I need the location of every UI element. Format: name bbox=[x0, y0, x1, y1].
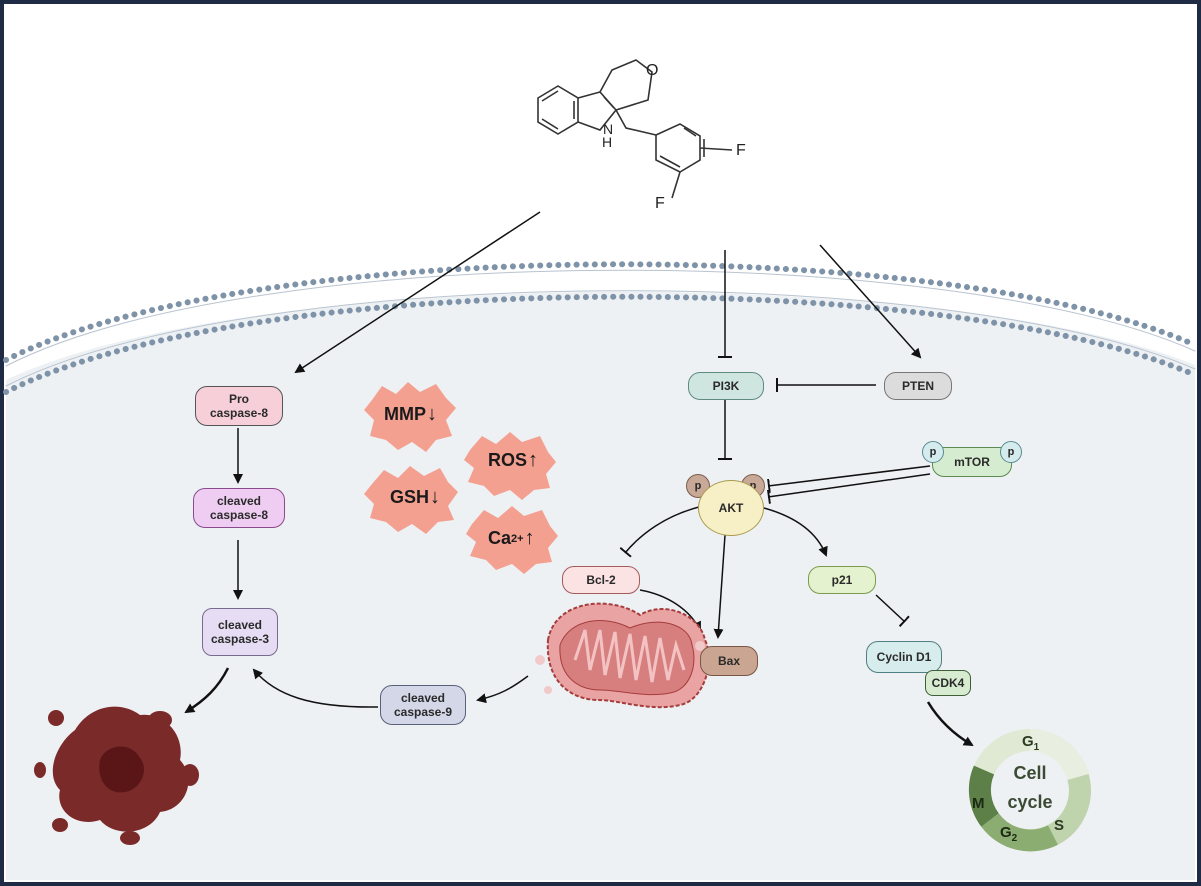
node-cleaved-caspase-9: cleaved caspase-9 bbox=[380, 685, 466, 725]
compound-structure bbox=[537, 59, 733, 199]
marker-gsh-label: GSH bbox=[390, 487, 430, 507]
phase-g1-letter: G bbox=[1022, 733, 1034, 750]
marker-ca-superscript: 2+ bbox=[511, 532, 524, 545]
mitochondrion bbox=[535, 602, 710, 709]
marker-ca-label: Ca bbox=[488, 528, 512, 548]
down-arrow-icon: ↓ bbox=[430, 486, 441, 508]
atom-fluorine-2: F bbox=[655, 195, 665, 212]
phase-m: M bbox=[972, 795, 985, 812]
node-cyclin-d1: Cyclin D1 bbox=[866, 641, 942, 673]
node-mtor: mTOR bbox=[932, 447, 1012, 477]
mtor-phospho-left: p bbox=[922, 441, 944, 463]
apoptotic-cell bbox=[34, 706, 199, 845]
cell-cycle-title-2: cycle bbox=[1007, 792, 1053, 812]
cell-cycle-title-1: Cell bbox=[1013, 763, 1047, 783]
atom-oxygen: O bbox=[646, 62, 659, 79]
marker-mmp: MMP↓ bbox=[384, 403, 437, 426]
phase-g1: G1 bbox=[1022, 733, 1039, 753]
node-akt: AKT bbox=[698, 480, 764, 536]
node-bcl-2: Bcl-2 bbox=[562, 566, 640, 594]
down-arrow-icon: ↓ bbox=[427, 403, 437, 425]
cell-membrane bbox=[3, 261, 1198, 395]
phase-g2: G2 bbox=[1000, 824, 1017, 844]
up-arrow-icon: ↑ bbox=[528, 449, 539, 471]
marker-blobs bbox=[364, 382, 558, 574]
marker-ros: ROS↑ bbox=[488, 449, 538, 472]
pathway-edges bbox=[184, 211, 974, 747]
node-pten: PTEN bbox=[884, 372, 952, 400]
atom-nh: H bbox=[602, 134, 613, 150]
cell-cycle-ring bbox=[968, 729, 1091, 852]
phase-g2-letter: G bbox=[1000, 824, 1012, 841]
phase-s: S bbox=[1054, 817, 1065, 834]
up-arrow-icon: ↑ bbox=[524, 527, 535, 549]
node-bax: Bax bbox=[700, 646, 758, 676]
atom-n: N bbox=[603, 121, 614, 137]
atom-fluorine-1: F bbox=[736, 142, 746, 159]
node-cleaved-caspase-8: cleaved caspase-8 bbox=[193, 488, 285, 528]
marker-gsh: GSH↓ bbox=[390, 486, 440, 509]
node-cdk4: CDK4 bbox=[925, 670, 971, 696]
node-p21: p21 bbox=[808, 566, 876, 594]
node-pi3k: PI3K bbox=[688, 372, 764, 400]
phase-g1-sub: 1 bbox=[1033, 742, 1040, 753]
node-cleaved-caspase-3: cleaved caspase-3 bbox=[202, 608, 278, 656]
marker-mmp-label: MMP bbox=[384, 404, 426, 424]
phase-g2-sub: 2 bbox=[1011, 833, 1018, 844]
node-pro-caspase-8: Pro caspase-8 bbox=[195, 386, 283, 426]
marker-ros-label: ROS bbox=[488, 450, 528, 470]
mtor-phospho-right: p bbox=[1000, 441, 1022, 463]
